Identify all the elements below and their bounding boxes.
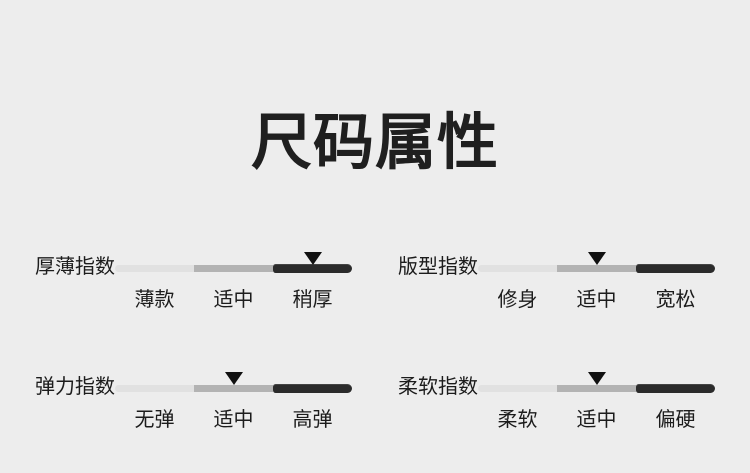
indicator-group-elasticity: 弹力指数 无弹 适中 高弹 [35,368,352,448]
level-labels: 薄款 适中 稍厚 [115,289,352,311]
bar-segment-low [478,265,557,272]
bar-segment-low [115,385,194,392]
level-label: 高弹 [292,409,333,431]
indicator-group-softness: 柔软指数 柔软 适中 偏硬 [398,368,715,448]
indicator-bar [478,252,715,273]
level-labels: 柔软 适中 偏硬 [478,409,715,431]
level-label: 宽松 [655,289,696,311]
bar-segment-mid [557,265,636,272]
level-label: 适中 [213,289,254,311]
bar-segment-mid [194,265,273,272]
bar-segment-high [273,384,352,393]
level-label: 适中 [576,289,617,311]
page-title: 尺码属性 [250,108,499,176]
level-labels: 修身 适中 宽松 [478,289,715,311]
indicator-group-fit: 版型指数 修身 适中 宽松 [398,248,715,328]
indicator-group-thickness: 厚薄指数 薄款 适中 稍厚 [35,248,352,328]
marker-triangle-icon [224,372,243,385]
level-label: 薄款 [134,289,175,311]
level-label: 适中 [213,409,254,431]
level-label: 稍厚 [292,289,333,311]
level-label: 适中 [576,409,617,431]
bar-segment-high [273,264,352,273]
bar-segment-low [115,265,194,272]
marker-triangle-icon [587,372,606,385]
indicator-title: 厚薄指数 [35,256,115,278]
indicator-bar [478,372,715,393]
bar-segment-high [636,264,715,273]
marker-triangle-icon [303,252,322,265]
indicator-title: 版型指数 [398,256,478,278]
indicator-bar [115,372,352,393]
indicator-bar [115,252,352,273]
level-label: 修身 [497,289,538,311]
indicator-title: 弹力指数 [35,376,115,398]
marker-triangle-icon [587,252,606,265]
indicator-title: 柔软指数 [398,376,478,398]
level-label: 偏硬 [655,409,696,431]
level-labels: 无弹 适中 高弹 [115,409,352,431]
level-label: 无弹 [134,409,175,431]
bar-segment-mid [194,385,273,392]
bar-segment-low [478,385,557,392]
bar-segment-mid [557,385,636,392]
level-label: 柔软 [497,409,538,431]
bar-segment-high [636,384,715,393]
